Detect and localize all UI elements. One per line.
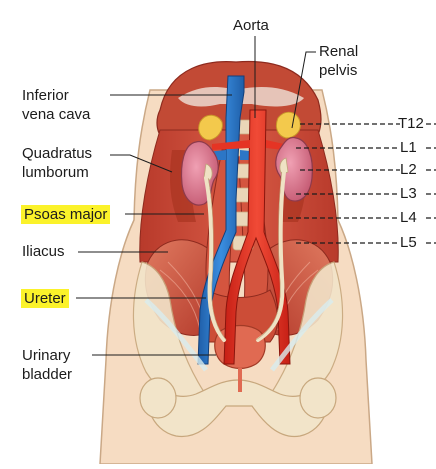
renal-pelvis-left (203, 163, 213, 181)
label-level-l1: L1 (400, 139, 417, 156)
inguinal-ligaments (144, 298, 334, 372)
label-urinary-bladder: Urinary bladder (22, 346, 72, 384)
label-level-l5: L5 (400, 234, 417, 251)
ureter-left (204, 176, 226, 342)
label-renal-pelvis: Renal pelvis (319, 42, 358, 80)
ureter-right (256, 170, 286, 342)
label-aorta: Aorta (233, 17, 269, 34)
label-ureter: Ureter (21, 289, 69, 308)
renal-artery-left (212, 140, 250, 150)
label-urinary-bladder-line2: bladder (22, 366, 73, 383)
label-level-l4: L4 (400, 209, 417, 226)
femoral-head-right (299, 377, 337, 419)
urinary-bladder (214, 324, 266, 370)
label-level-l2: L2 (400, 161, 417, 178)
adrenal-gland-right (275, 111, 301, 139)
label-inferior-vena-cava-line1: Inferior (22, 87, 69, 104)
leader-lines (76, 36, 316, 356)
label-inferior-vena-cava: Inferior vena cava (22, 86, 90, 124)
ureter-right-outline (255, 171, 283, 341)
label-quadratus-lumborum-line1: Quadratus (22, 145, 93, 162)
adrenal-gland-left (198, 114, 223, 141)
label-renal-pelvis-line2: pelvis (319, 62, 358, 79)
label-urinary-bladder-line1: Urinary (22, 347, 71, 364)
label-level-l3: L3 (400, 185, 417, 202)
label-quadratus-lumborum: Quadratus lumborum (22, 144, 92, 182)
renal-artery-right (266, 140, 284, 150)
vertebral-level-lines (288, 123, 436, 244)
femoral-head-left (139, 377, 177, 419)
label-iliacus: Iliacus (22, 243, 65, 260)
label-inferior-vena-cava-line2: vena cava (22, 106, 91, 123)
label-psoas-major: Psoas major (21, 205, 111, 224)
label-quadratus-lumborum-line2: lumborum (22, 164, 89, 181)
label-level-t12: T12 (398, 115, 424, 132)
ureter-left-outline (207, 177, 227, 341)
label-renal-pelvis-line1: Renal (319, 43, 359, 60)
